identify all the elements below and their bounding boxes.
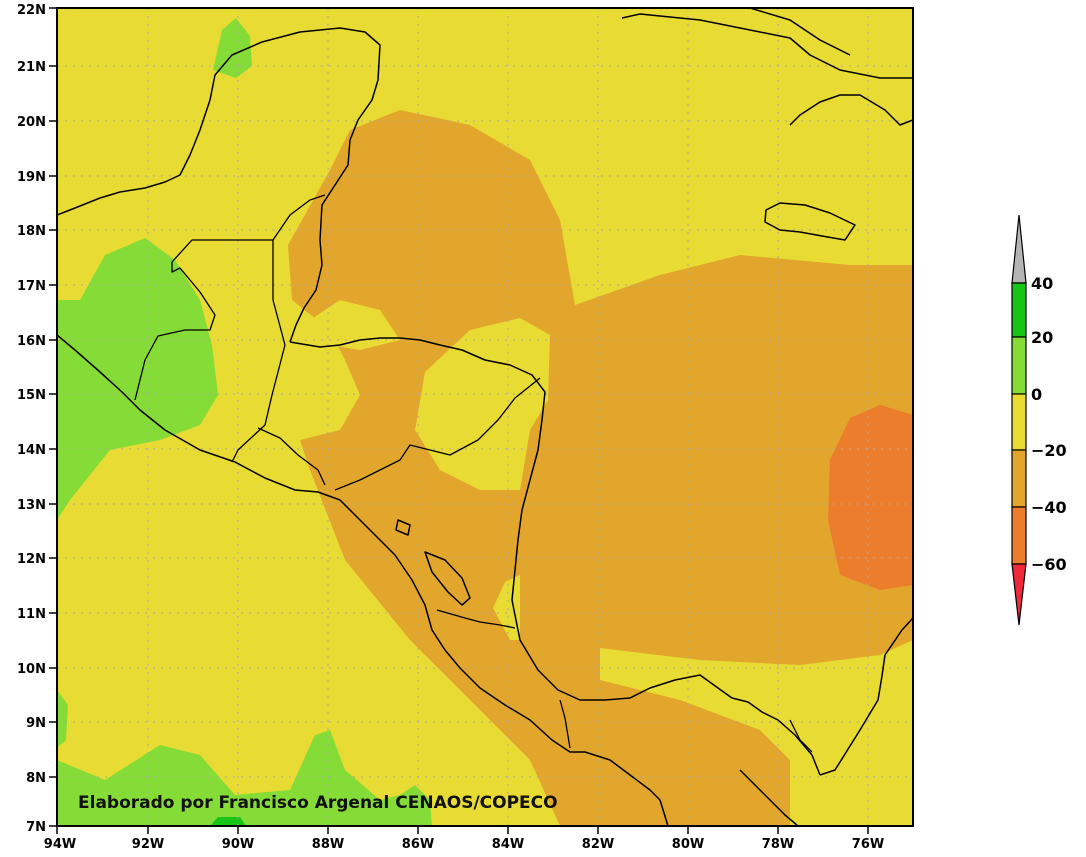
lat-label: 7N xyxy=(26,820,46,835)
colorbar-label: −60 xyxy=(1031,555,1067,574)
border-honduras-elsalvador xyxy=(257,427,326,486)
lat-label: 21N xyxy=(17,60,46,75)
coastline-south-america xyxy=(819,617,913,776)
colorbar-label: −20 xyxy=(1031,441,1067,460)
lon-label: 92W xyxy=(132,837,164,852)
lon-label: 90W xyxy=(222,837,254,852)
colorbar-label: −40 xyxy=(1031,498,1067,517)
lat-label: 14N xyxy=(17,443,46,458)
border-nicaragua-costarica xyxy=(436,609,516,629)
credit-text: Elaborado por Francisco Argenal CENAOS/C… xyxy=(78,793,558,813)
colorbar-20-40 xyxy=(1011,282,1027,338)
map-frame xyxy=(56,7,914,827)
longitude-labels: 94W 92W 90W 88W 86W 84W 82W 80W 78W 76W xyxy=(44,837,884,852)
lon-label: 80W xyxy=(672,837,704,852)
lat-label: 15N xyxy=(17,388,46,403)
lon-label: 76W xyxy=(852,837,884,852)
colorbar-label: 20 xyxy=(1031,328,1053,347)
lat-label: 19N xyxy=(17,170,46,185)
lat-label: 17N xyxy=(17,279,46,294)
colorbar: 40 20 0 −20 −40 −60 xyxy=(1011,214,1067,626)
coastline-pacific xyxy=(57,334,669,826)
lat-label: 11N xyxy=(17,607,46,622)
border-costarica-panama xyxy=(559,699,571,749)
colorbar-m20-0 xyxy=(1011,393,1027,451)
coastline-lake-nicaragua xyxy=(424,551,471,606)
colorbar-label: 0 xyxy=(1031,385,1042,404)
lon-label: 84W xyxy=(492,837,524,852)
map-plot-area xyxy=(57,8,913,826)
lon-label: 88W xyxy=(312,837,344,852)
colorbar-0-20 xyxy=(1011,336,1027,395)
shade-m40-m20 xyxy=(288,110,913,826)
shade-0-20-sw xyxy=(57,730,432,826)
shade-0-20-north xyxy=(213,18,252,78)
coastline-hispaniola xyxy=(789,94,913,126)
latitude-labels: 22N 21N 20N 19N 18N 17N 16N 15N 14N 13N … xyxy=(17,3,46,835)
lat-label: 9N xyxy=(26,716,46,731)
lat-label: 20N xyxy=(17,115,46,130)
lat-label: 16N xyxy=(17,334,46,349)
shade-m20-0-inner xyxy=(415,318,550,490)
lon-label: 82W xyxy=(582,837,614,852)
shade-20-40 xyxy=(210,817,246,826)
colorbar-m40-m20 xyxy=(1011,449,1027,508)
lon-label: 78W xyxy=(762,837,794,852)
shade-m60-m40 xyxy=(828,405,913,590)
lat-label: 13N xyxy=(17,498,46,513)
tick-marks xyxy=(49,7,869,834)
lon-label: 86W xyxy=(402,837,434,852)
colorbar-cap-bottom xyxy=(1011,563,1027,626)
border-honduras-nicaragua xyxy=(334,377,541,491)
coastline-yucatan xyxy=(57,27,381,343)
coastline-south-2 xyxy=(739,769,799,826)
lat-label: 10N xyxy=(17,662,46,677)
colorbar-cap-top xyxy=(1011,214,1027,284)
coastline-caribbean xyxy=(289,337,821,776)
colorbar-m60-m40 xyxy=(1011,506,1027,565)
border-belize xyxy=(272,194,326,241)
lat-label: 18N xyxy=(17,224,46,239)
shade-0-20-sw2 xyxy=(57,690,68,748)
border-guatemala-honduras xyxy=(231,344,286,463)
coastline-lake-managua xyxy=(395,519,411,536)
coastline-cuba-east xyxy=(749,8,851,56)
coastline-cuba xyxy=(621,13,913,79)
lon-label: 94W xyxy=(44,837,76,852)
grid-lines xyxy=(57,8,913,826)
lat-label: 8N xyxy=(26,771,46,786)
lat-label: 12N xyxy=(17,552,46,567)
lat-label: 22N xyxy=(17,3,46,18)
border-mexico-guatemala xyxy=(134,239,286,401)
coastline-jamaica xyxy=(764,202,856,241)
border-panama-colombia xyxy=(789,719,813,753)
colorbar-label: 40 xyxy=(1031,274,1053,293)
